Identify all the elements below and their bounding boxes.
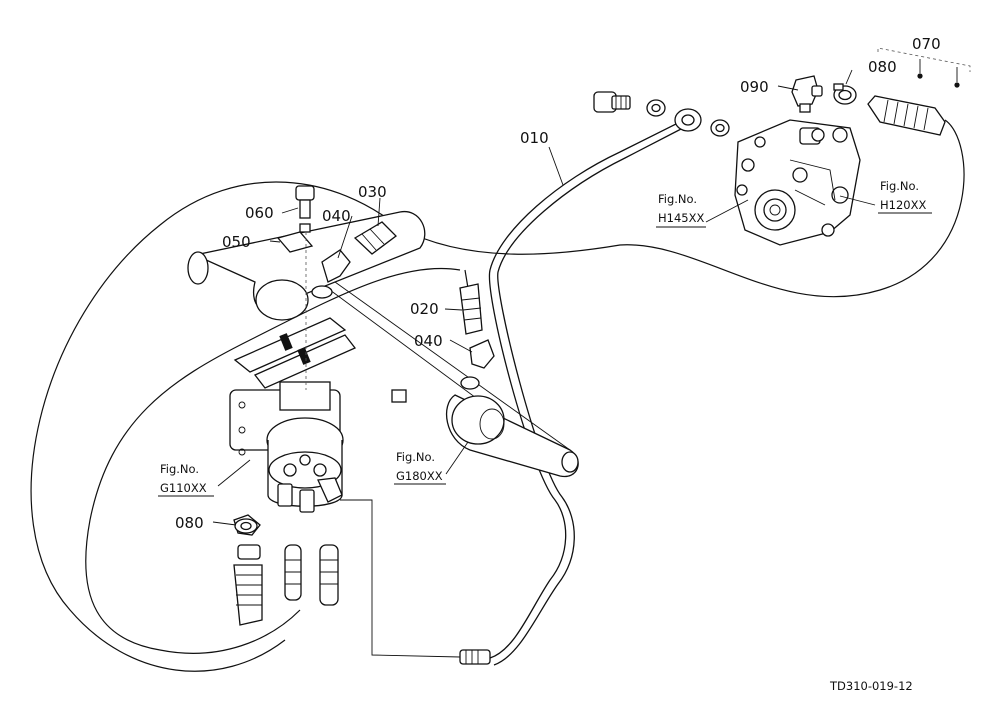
callout-030: 030 bbox=[358, 183, 387, 201]
hose-end-070 bbox=[867, 73, 960, 136]
svg-text:H120XX: H120XX bbox=[880, 198, 926, 212]
fig-ref-g180: Fig.No. G180XX bbox=[394, 450, 446, 485]
callout-010: 010 bbox=[520, 129, 549, 147]
callout-080-lower: 080 bbox=[175, 514, 204, 532]
valve-hose-fittings bbox=[233, 514, 339, 626]
pipe-end-fitting bbox=[459, 649, 491, 665]
bolt-060 bbox=[295, 185, 315, 233]
svg-text:Fig.No.: Fig.No. bbox=[160, 462, 199, 476]
svg-text:Fig.No.: Fig.No. bbox=[658, 192, 697, 206]
callout-040-lower: 040 bbox=[414, 332, 443, 350]
hydraulic-pump bbox=[734, 119, 861, 246]
pipe-010 bbox=[488, 121, 681, 659]
svg-text:H145XX: H145XX bbox=[658, 211, 704, 225]
plate-050 bbox=[276, 231, 314, 253]
drawing-id: TD310-019-12 bbox=[829, 679, 913, 693]
callout-020: 020 bbox=[410, 300, 439, 318]
callout-040-upper: 040 bbox=[322, 207, 351, 225]
hose-loop-large bbox=[30, 181, 401, 672]
svg-text:Fig.No.: Fig.No. bbox=[396, 450, 435, 464]
svg-text:Fig.No.: Fig.No. bbox=[880, 179, 919, 193]
callout-090: 090 bbox=[740, 78, 769, 96]
small-clip bbox=[391, 389, 407, 403]
callout-050: 050 bbox=[222, 233, 251, 251]
banjo-bolt-group bbox=[593, 91, 730, 137]
bracket-070 bbox=[877, 47, 971, 72]
hose-loop-large-return bbox=[399, 119, 965, 298]
pipe-top-eye bbox=[674, 108, 702, 132]
callout-060: 060 bbox=[245, 204, 274, 222]
callout-080-top: 080 bbox=[868, 58, 897, 76]
fig-ref-h145: Fig.No. H145XX bbox=[656, 192, 706, 228]
fig-ref-g110: Fig.No. G110XX bbox=[158, 462, 214, 497]
fitting-020 bbox=[459, 283, 483, 335]
diagonal-hose-fittings bbox=[233, 317, 357, 389]
pipe-010-inner bbox=[493, 127, 684, 666]
svg-text:G110XX: G110XX bbox=[160, 481, 207, 495]
steering-valve-unit bbox=[229, 381, 344, 513]
hose-clamp-080-top bbox=[833, 83, 857, 105]
hose-020-lower bbox=[85, 267, 461, 654]
elbow-fitting-090 bbox=[791, 75, 823, 113]
cylinder-g180 bbox=[446, 394, 579, 478]
svg-text:G180XX: G180XX bbox=[396, 469, 443, 483]
fig-ref-h120: Fig.No. H120XX bbox=[878, 179, 932, 214]
elbow-040-lower bbox=[460, 339, 495, 390]
elbow-040-upper bbox=[311, 249, 351, 299]
callout-070: 070 bbox=[912, 35, 941, 53]
leader-lines bbox=[212, 69, 876, 526]
hose-clamp-080-lower bbox=[234, 518, 258, 534]
fitting-030 bbox=[353, 221, 397, 255]
pipe-connection-line bbox=[340, 499, 461, 658]
